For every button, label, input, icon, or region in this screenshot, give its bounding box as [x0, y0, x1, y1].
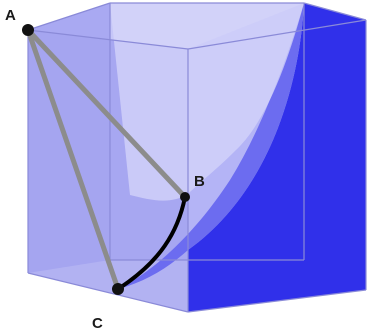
- point-c-dot: [112, 283, 124, 295]
- segment-a-c: [25, 27, 121, 292]
- point-a-dot: [22, 24, 34, 36]
- point-a-label: A: [5, 7, 16, 24]
- point-b-dot: [180, 192, 190, 202]
- cube-edges: [27, 2, 367, 313]
- arc-b-c: [116, 195, 187, 291]
- point-b-label: B: [194, 173, 205, 190]
- point-c-label: C: [92, 315, 103, 332]
- solid-blue-region: [188, 3, 366, 312]
- curved-surface-light: [110, 3, 304, 201]
- curved-surface-band: [118, 3, 304, 289]
- segment-a-b: [25, 27, 188, 200]
